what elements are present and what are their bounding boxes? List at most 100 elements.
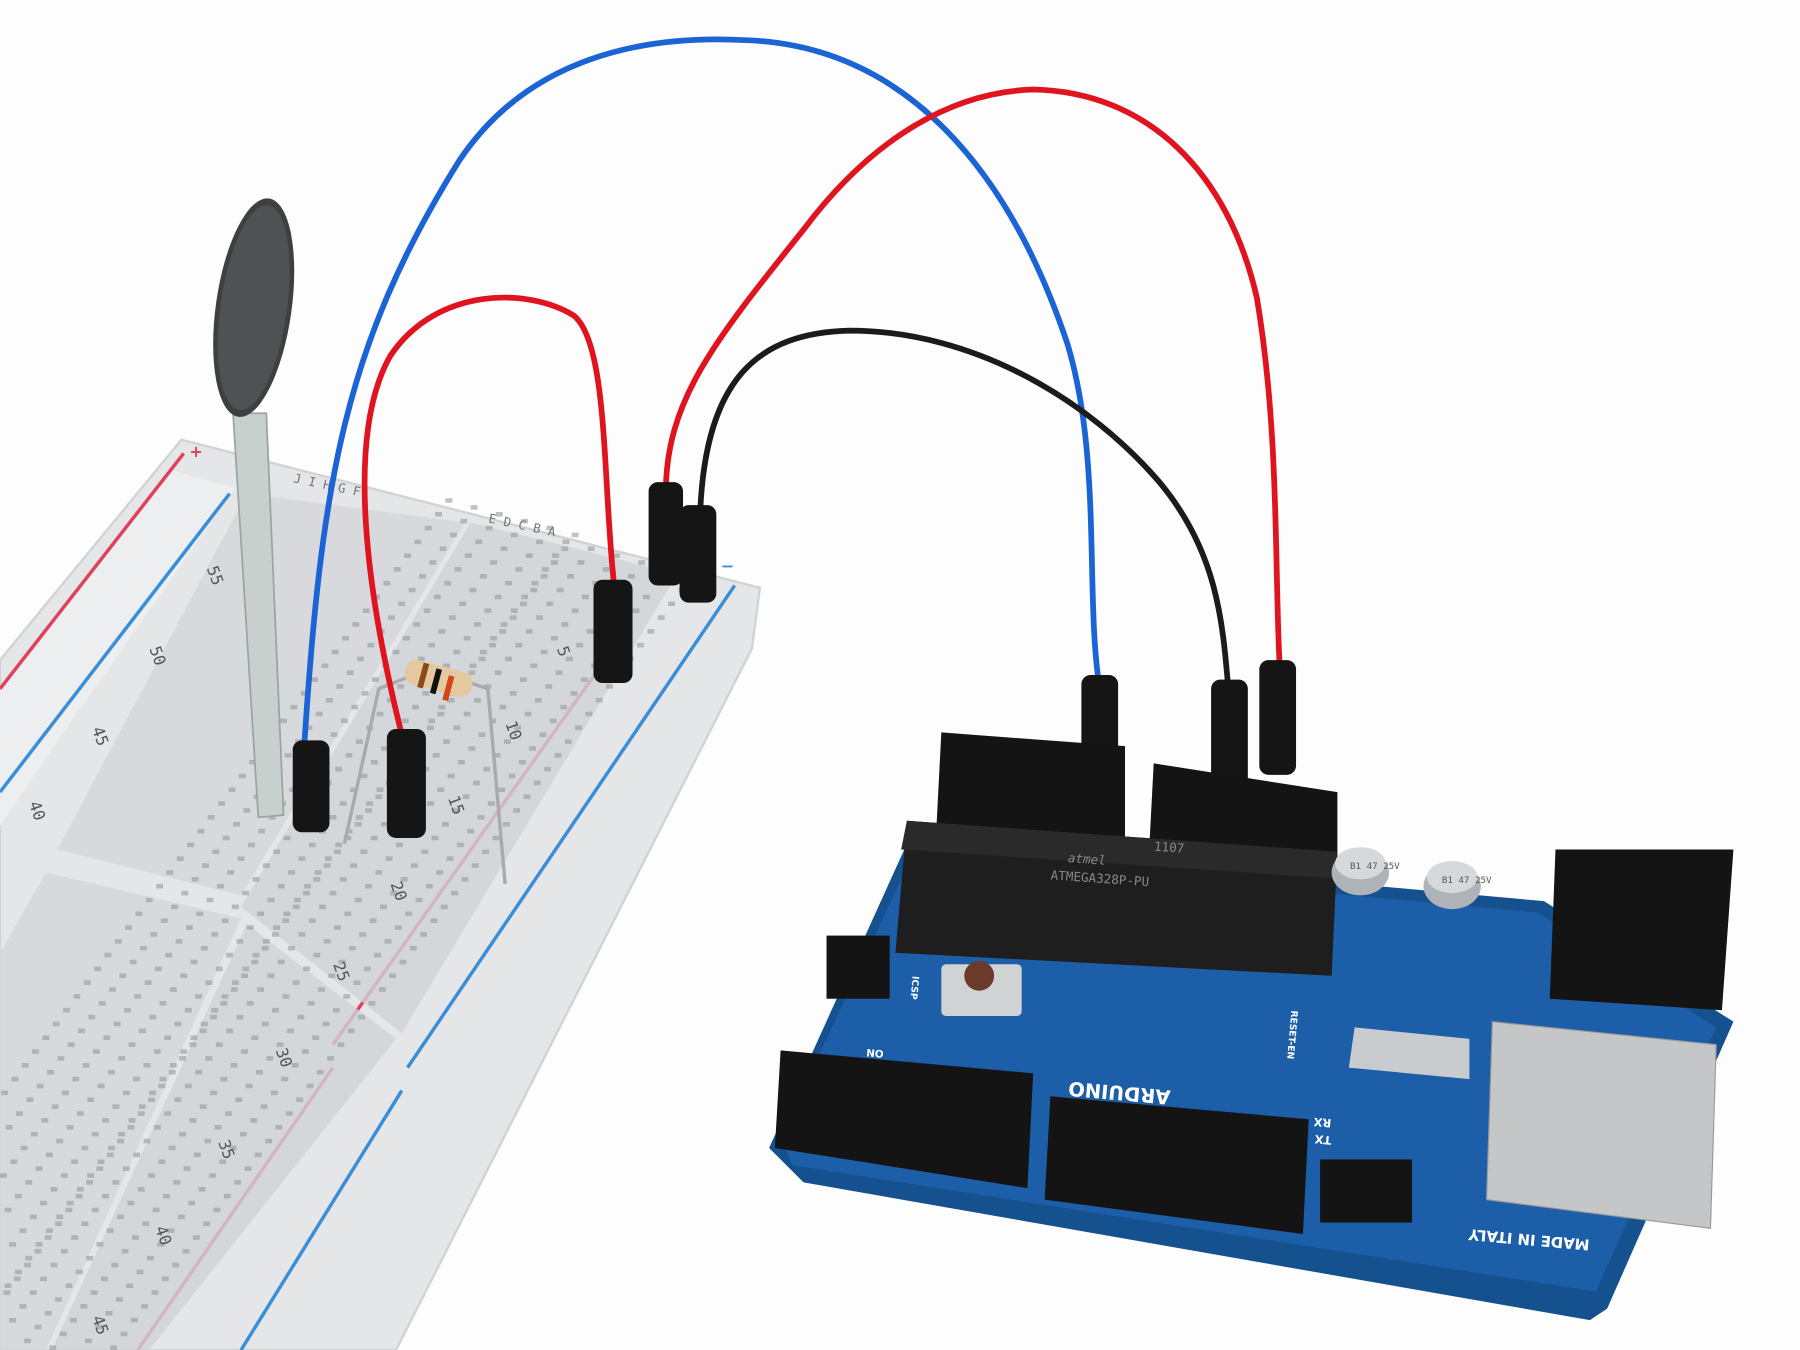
breadboard-hole <box>472 780 480 786</box>
breadboard-hole <box>470 505 478 510</box>
breadboard-hole <box>564 739 572 744</box>
breadboard-hole <box>60 1248 68 1254</box>
breadboard-hole <box>121 1248 129 1254</box>
breadboard-hole <box>55 1297 62 1302</box>
breadboard-hole <box>168 1069 176 1075</box>
breadboard-hole <box>270 1090 278 1096</box>
breadboard-hole <box>500 546 508 552</box>
breadboard-hole <box>513 808 521 813</box>
breadboard-hole <box>261 945 269 951</box>
breadboard-hole <box>376 711 384 717</box>
breadboard-hole <box>115 1297 123 1302</box>
breadboard-hole <box>66 1125 74 1130</box>
reset-en-label: RESET-EN <box>1284 1010 1299 1060</box>
breadboard: + − J I H G F E D C B A 5 10 15 20 25 30… <box>0 438 762 1350</box>
breadboard-hole <box>282 994 290 999</box>
breadboard-hole <box>45 1152 53 1158</box>
breadboard-hole <box>292 980 300 985</box>
breadboard-hole <box>440 904 448 910</box>
breadboard-hole <box>81 1221 89 1227</box>
breadboard-hole <box>313 877 321 882</box>
breadboard-hole <box>475 539 483 545</box>
breadboard-hole <box>81 1145 89 1151</box>
crystal <box>1348 1027 1470 1080</box>
breadboard-hole <box>520 601 527 607</box>
breadboard-hole <box>137 1111 145 1116</box>
breadboard-hole <box>179 1131 186 1137</box>
breadboard-hole <box>482 849 490 855</box>
breadboard-hole <box>505 656 512 662</box>
breadboard-hole <box>127 1125 135 1130</box>
breadboard-hole <box>384 939 392 944</box>
breadboard-hole <box>314 870 322 875</box>
breadboard-hole <box>554 753 562 758</box>
usb-port <box>1486 1021 1717 1229</box>
breadboard-hole <box>582 594 589 600</box>
breadboard-hole <box>159 1076 167 1082</box>
breadboard-hole <box>529 746 537 751</box>
breadboard-hole <box>510 608 518 614</box>
breadboard-hole <box>448 615 456 620</box>
breadboard-hole <box>369 918 377 923</box>
breadboard-hole <box>25 1255 33 1261</box>
breadboard-hole <box>129 959 137 965</box>
wire-red-long <box>662 86 1283 675</box>
breadboard-hole <box>86 1255 93 1261</box>
breadboard-hole <box>56 1138 64 1144</box>
breadboard-hole <box>26 1097 34 1103</box>
breadboard-hole <box>153 1125 161 1130</box>
breadboard-hole <box>561 622 569 627</box>
breadboard-hole <box>352 622 360 627</box>
breadboard-hole <box>35 1166 43 1171</box>
breadboard-hole <box>272 932 279 937</box>
breadboard-hole <box>562 539 570 545</box>
breadboard-hole <box>175 939 183 944</box>
breadboard-hole <box>143 1138 151 1144</box>
breadboard-hole <box>459 601 467 607</box>
breadboard-hole <box>284 753 292 758</box>
breadboard-hole <box>194 1152 201 1158</box>
breadboard-hole <box>29 1214 37 1220</box>
breadboard-hole <box>493 753 501 758</box>
breadboard-hole <box>290 704 298 710</box>
breadboard-hole <box>158 1083 166 1089</box>
breadboard-hole <box>355 815 363 820</box>
breadboard-hole <box>291 1063 299 1068</box>
breadboard-hole <box>202 863 209 868</box>
breadboard-hole <box>551 635 558 641</box>
breadboard-hole <box>469 663 477 669</box>
breadboard-hole <box>602 567 610 572</box>
breadboard-hole <box>118 1056 126 1061</box>
breadboard-hole <box>134 994 142 999</box>
breadboard-hole <box>4 1207 12 1213</box>
breadboard-hole <box>508 773 516 779</box>
breadboard-hole <box>214 1125 222 1130</box>
breadboard-hole <box>63 1007 71 1013</box>
breadboard-hole <box>443 739 450 744</box>
breadboard-hole <box>423 608 431 614</box>
breadboard-hole <box>267 973 275 979</box>
breadboard-hole <box>160 918 168 923</box>
breadboard-hole <box>161 1276 169 1282</box>
breadboard-hole <box>61 1090 69 1096</box>
breadboard-hole <box>208 1173 216 1178</box>
breadboard-hole <box>164 1035 172 1041</box>
breadboard-hole <box>288 945 296 951</box>
breadboard-hole <box>414 539 422 545</box>
breadboard-hole <box>304 883 312 889</box>
breadboard-hole <box>586 629 594 634</box>
breadboard-hole <box>122 1090 130 1096</box>
breadboard-hole <box>205 980 213 985</box>
breadboard-hole <box>571 608 579 614</box>
breadboard-hole <box>216 883 224 889</box>
breadboard-hole <box>36 1083 44 1089</box>
breadboard-hole <box>233 821 240 827</box>
breadboard-hole <box>606 684 614 689</box>
breadboard-hole <box>545 684 553 689</box>
breadboard-hole <box>98 1001 106 1006</box>
breadboard-hole <box>303 966 310 972</box>
breadboard-hole <box>313 952 321 958</box>
breadboard-hole <box>499 704 507 710</box>
breadboard-hole <box>70 1317 77 1323</box>
breadboard-hole <box>632 608 640 614</box>
